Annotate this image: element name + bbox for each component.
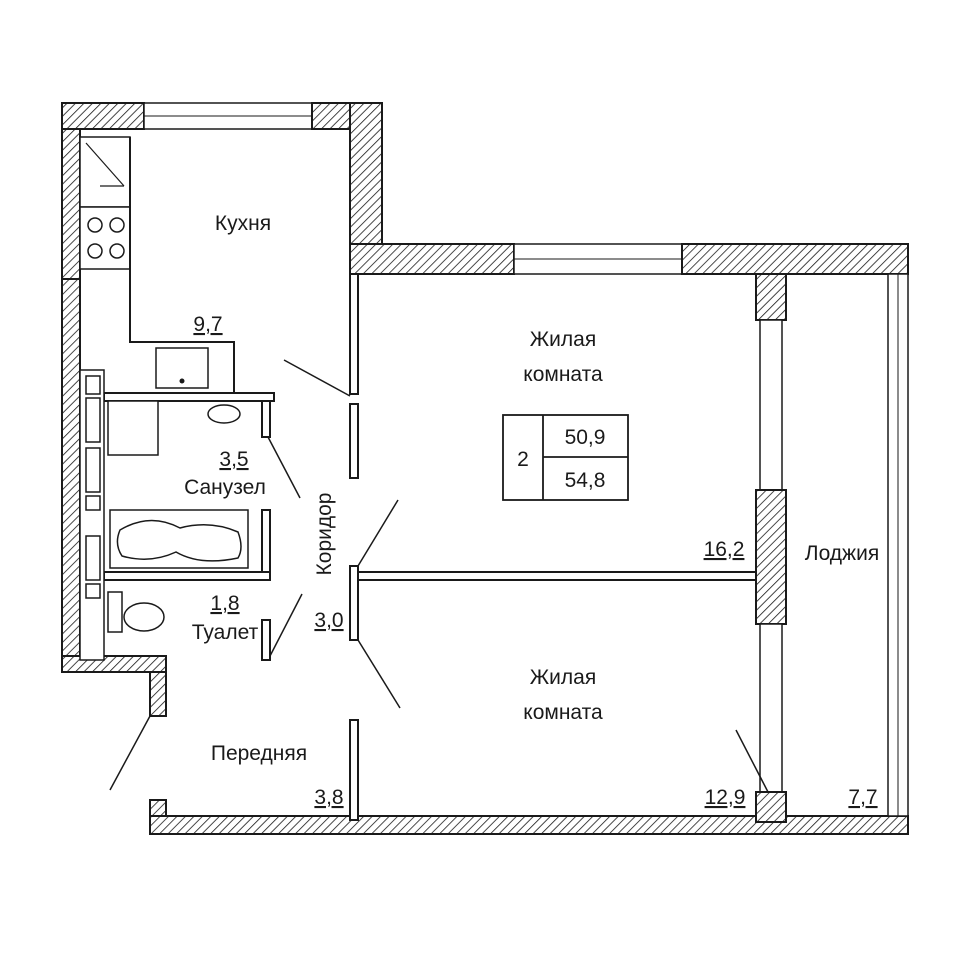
fridge-icon	[79, 136, 131, 208]
loggia-area: 7,7	[848, 786, 877, 809]
summary-table: 2 50,9 54,8	[502, 414, 629, 501]
living2-name-line2: комната	[523, 701, 603, 724]
wall-left-upper	[61, 128, 81, 280]
exterior-walls	[61, 102, 909, 835]
corridor-area: 3,0	[314, 609, 343, 632]
wall-loggia-top	[755, 273, 787, 321]
loggia-window-1	[759, 319, 783, 491]
bathroom-area: 3,5	[219, 448, 248, 471]
washing-machine-icon	[107, 400, 159, 456]
loggia-window-2	[759, 623, 783, 793]
wall-bottom	[149, 815, 909, 835]
wall-bottom-left	[61, 655, 167, 673]
toilet-name: Туалет	[192, 621, 259, 644]
toilet-area: 1,8	[210, 592, 239, 615]
hallway-area: 3,8	[314, 786, 343, 809]
bathroom-name: Санузел	[184, 476, 266, 499]
loggia-name: Лоджия	[805, 542, 879, 565]
living1-name-line1: Жилая	[530, 328, 596, 351]
wall-door-jamb	[149, 671, 167, 717]
wall-living-top-right	[681, 243, 909, 275]
toilet-icon	[123, 602, 165, 632]
kitchen-fixtures	[79, 136, 235, 393]
wall-living-top-left	[349, 243, 515, 275]
washbasin-icon	[207, 404, 241, 424]
wall-left-lower	[61, 278, 81, 672]
kitchen-area: 9,7	[193, 313, 222, 336]
living-area-value: 50,9	[565, 426, 606, 449]
kitchen-name: Кухня	[215, 212, 271, 235]
hallway-name: Передняя	[211, 742, 307, 765]
cistern-icon	[107, 591, 123, 633]
corridor-name: Коридор	[313, 493, 336, 576]
living1-area: 16,2	[704, 538, 745, 561]
stove-icon	[79, 206, 131, 270]
rooms-count: 2	[517, 448, 529, 471]
living1-name-line2: комната	[523, 363, 603, 386]
wall-loggia-mid	[755, 489, 787, 625]
living2-name-line1: Жилая	[530, 666, 596, 689]
total-area-value: 54,8	[565, 469, 606, 492]
wall-loggia-bottom	[755, 791, 787, 823]
wall-top-left	[61, 102, 145, 130]
bathroom-fixtures	[85, 375, 249, 633]
living2-area: 12,9	[705, 786, 746, 809]
door-swings	[109, 359, 769, 793]
room-labels: Кухня 9,7 Жилая комната 16,2 Жилая комна…	[184, 212, 879, 809]
